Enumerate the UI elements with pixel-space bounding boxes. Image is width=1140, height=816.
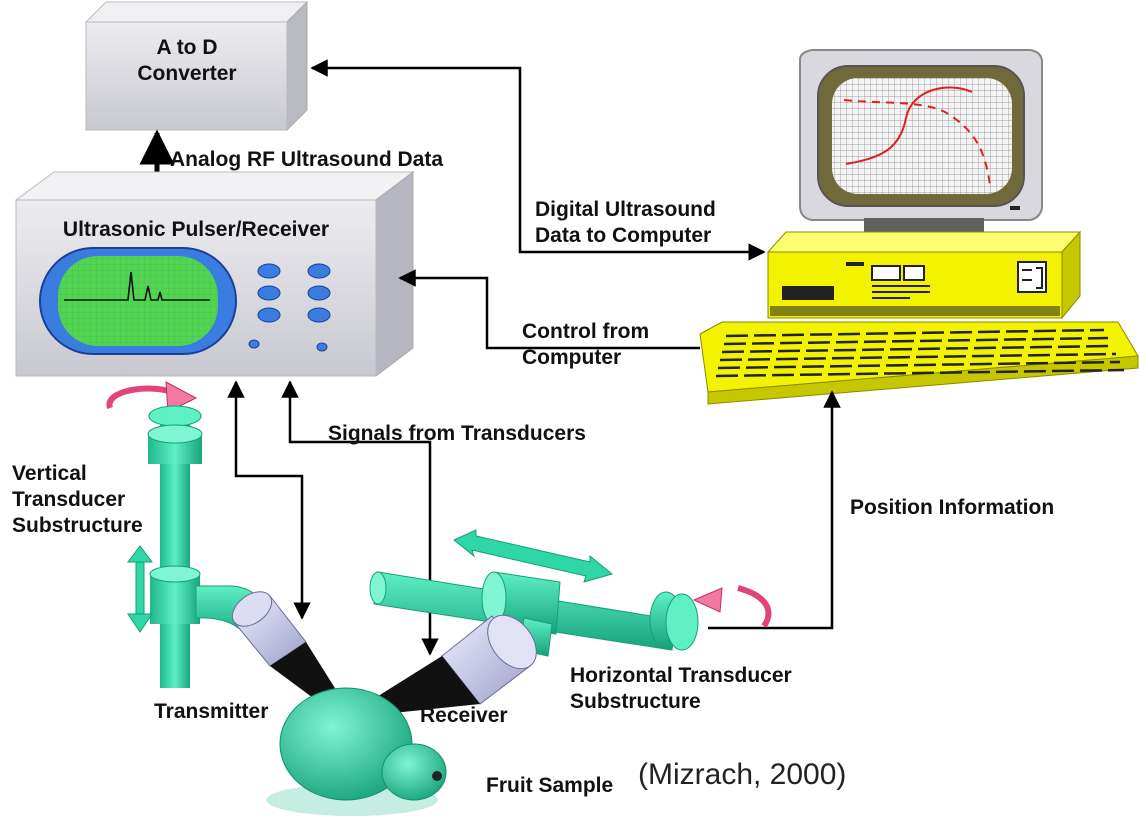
computer bbox=[699, 49, 1139, 405]
transmitter-signal-arrow bbox=[227, 380, 311, 620]
pulser-control-buttons bbox=[248, 263, 331, 352]
control-label-line2: Computer bbox=[522, 346, 621, 369]
analog-rf-label: Analog RF Ultrasound Data bbox=[170, 148, 443, 171]
monitor bbox=[799, 49, 1043, 242]
horizontal-label-line2: Substructure bbox=[570, 690, 701, 713]
vertical-label-line1: Vertical bbox=[12, 462, 87, 485]
vertical-transducer-substructure: Vertical Transducer Substructure bbox=[12, 381, 269, 688]
horizontal-label-line1: Horizontal Transducer bbox=[570, 664, 792, 687]
citation: (Mizrach, 2000) bbox=[638, 758, 846, 791]
pulser-receiver-box: Ultrasonic Pulser/Receiver bbox=[14, 170, 415, 378]
signals-label: Signals from Transducers bbox=[328, 422, 586, 445]
fruit-sample-label: Fruit Sample bbox=[486, 774, 613, 797]
receiver-signal-arrow bbox=[281, 380, 439, 656]
horizontal-transducer-substructure: Horizontal Transducer Substructure bbox=[369, 529, 792, 713]
keyboard bbox=[699, 321, 1139, 405]
vertical-label-line3: Substructure bbox=[12, 514, 143, 537]
transmitter-label: Transmitter bbox=[154, 700, 268, 723]
pulser-receiver-label: Ultrasonic Pulser/Receiver bbox=[63, 218, 329, 241]
receiver: Receiver bbox=[356, 614, 537, 727]
receiver-label: Receiver bbox=[420, 704, 508, 727]
vertical-label-line2: Transducer bbox=[12, 488, 125, 511]
digital-data-arrow bbox=[310, 59, 766, 261]
control-arrow bbox=[398, 269, 700, 350]
fruit-sample: Fruit Sample bbox=[266, 687, 613, 816]
position-label: Position Information bbox=[850, 496, 1054, 519]
digital-label-line2: Data to Computer bbox=[535, 224, 711, 247]
a-to-d-converter-box: A to D Converter bbox=[84, 0, 309, 132]
a-to-d-label-line2: Converter bbox=[137, 62, 236, 85]
pulser-screen bbox=[39, 247, 237, 355]
position-arrow bbox=[708, 390, 841, 630]
digital-label-line1: Digital Ultrasound bbox=[535, 198, 716, 221]
control-label-line1: Control from bbox=[522, 320, 649, 343]
system-unit bbox=[766, 230, 1082, 320]
a-to-d-label-line1: A to D bbox=[156, 36, 217, 59]
